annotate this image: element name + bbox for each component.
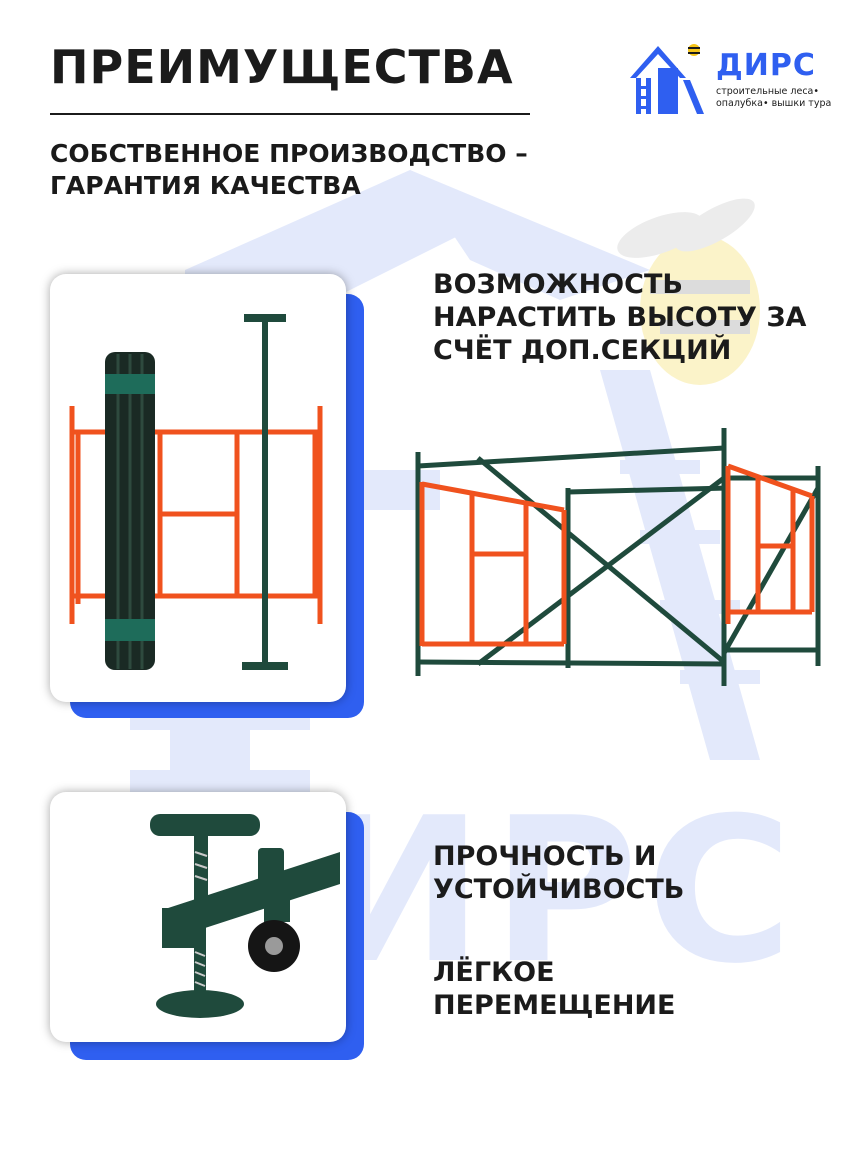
feature-1-line-2: НАРАСТИТЬ ВЫСОТУ ЗА (433, 302, 807, 333)
logo-tagline-line-1: строительные леса• (716, 86, 819, 97)
feature-2-line-2: УСТОЙЧИВОСТЬ (433, 874, 685, 905)
subtitle-line-1: СОБСТВЕННОЕ ПРОИЗВОДСТВО – (50, 139, 528, 168)
feature-extend-height: ВОЗМОЖНОСТЬ НАРАСТИТЬ ВЫСОТУ ЗА СЧЁТ ДОП… (433, 268, 806, 367)
jack-wheel-image (150, 814, 340, 1018)
feature-3-line-2: ПЕРЕМЕЩЕНИЕ (433, 990, 676, 1021)
scaffold-kit-image (69, 314, 323, 670)
feature-strength: ПРОЧНОСТЬ И УСТОЙЧИВОСТЬ (433, 840, 684, 906)
feature-mobility: ЛЁГКОЕ ПЕРЕМЕЩЕНИЕ (433, 956, 675, 1022)
assembled-scaffold-image (415, 428, 821, 686)
feature-3-line-1: ЛЁГКОЕ (433, 957, 555, 988)
feature-1-line-3: СЧЁТ ДОП.СЕКЦИЙ (433, 335, 732, 366)
page-title: ПРЕИМУЩЕСТВА (50, 40, 514, 94)
dirs-logo-icon (630, 44, 704, 114)
feature-1-line-1: ВОЗМОЖНОСТЬ (433, 269, 683, 300)
title-underline (50, 113, 530, 115)
feature-2-line-1: ПРОЧНОСТЬ И (433, 841, 657, 872)
logo-name: ДИРС (716, 48, 816, 83)
jack-wheel-card (50, 792, 346, 1042)
logo-tagline-line-2: опалубка• вышки тура (716, 98, 832, 109)
logo-tagline: строительные леса• опалубка• вышки тура (716, 86, 836, 110)
scaffold-kit-card (50, 274, 346, 702)
page-subtitle: СОБСТВЕННОЕ ПРОИЗВОДСТВО – ГАРАНТИЯ КАЧЕ… (50, 138, 570, 202)
subtitle-line-2: ГАРАНТИЯ КАЧЕСТВА (50, 171, 361, 200)
